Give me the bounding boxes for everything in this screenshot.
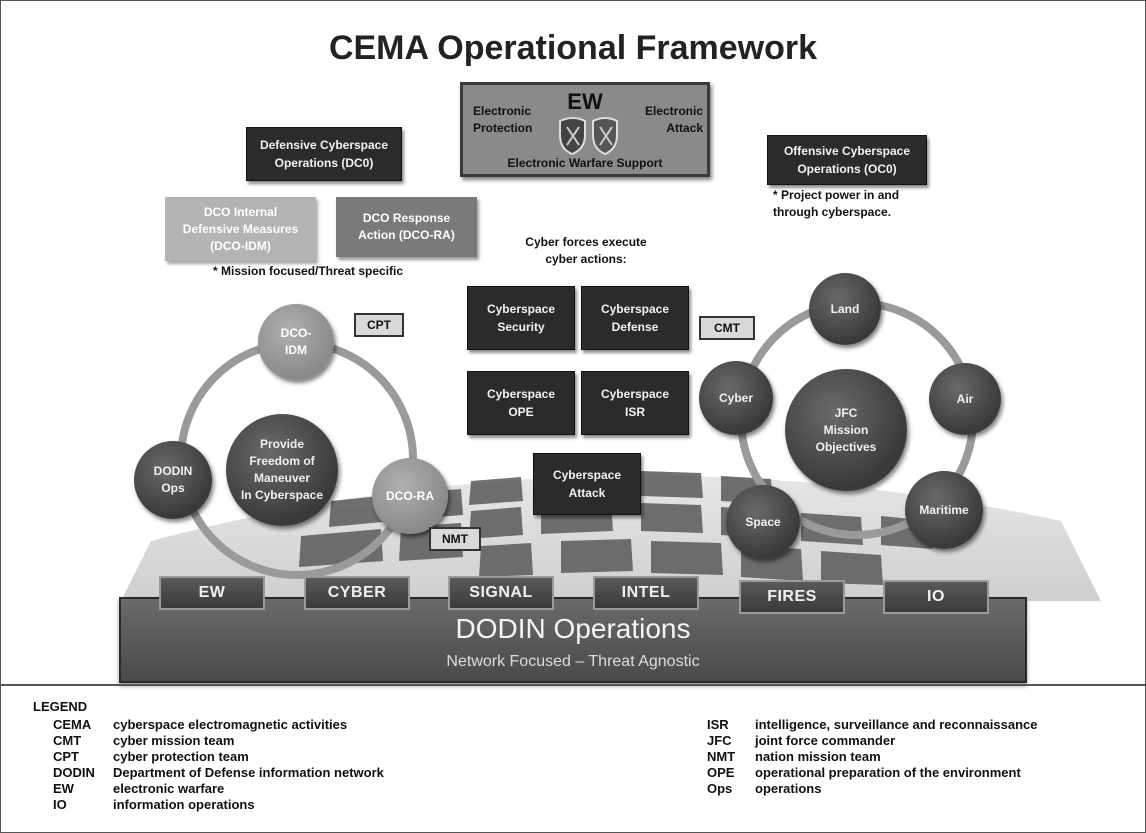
tab-cyber: CYBER: [304, 576, 410, 610]
legend-left-list: CEMA cyberspace electromagnetic activitie…: [53, 717, 493, 813]
legend-abbr: NMT: [707, 749, 736, 764]
dco-ra-box: DCO Response Action (DCO-RA): [336, 197, 477, 257]
space-node: Space: [726, 485, 800, 559]
legend-abbr: CMT: [53, 733, 82, 748]
legend-item: EW electronic warfare: [53, 781, 493, 797]
land-node: Land: [809, 273, 881, 345]
ew-protection-label: Electronic Protection: [473, 104, 533, 135]
actions-heading: Cyber forces execute cyber actions:: [525, 235, 647, 266]
nmt-tag: NMT: [429, 527, 481, 551]
legend-def: joint force commander: [755, 733, 896, 748]
ew-box: EW Electronic Protection Electronic Atta…: [460, 82, 710, 177]
cyberspace-defense-box: Cyberspace Defense: [581, 286, 689, 350]
tab-fires: FIRES: [739, 580, 845, 614]
legend-item: NMT nation mission team: [707, 749, 1137, 765]
dco-ra-node: DCO-RA: [372, 458, 448, 534]
legend-item: CPT cyber protection team: [53, 749, 493, 765]
legend-abbr: ISR: [707, 717, 729, 732]
legend-heading: LEGEND: [33, 699, 88, 714]
ew-attack-label: Electronic Attack: [644, 104, 703, 135]
legend-item: ISR intelligence, surveillance and reconn…: [707, 717, 1137, 733]
freedom-of-maneuver-node: Provide Freedom of Maneuver In Cyberspac…: [226, 414, 338, 526]
legend-item: CMT cyber mission team: [53, 733, 493, 749]
legend-def: information operations: [113, 797, 255, 812]
legend-def: operational preparation of the environme…: [755, 765, 1021, 780]
dodin-platform: DODIN Operations Network Focused – Threa…: [119, 597, 1027, 683]
legend-def: operations: [755, 781, 822, 796]
oco-box: Offensive Cyberspace Operations (OC0): [767, 135, 927, 185]
platform-title: DODIN Operations: [455, 613, 691, 644]
cyberspace-isr-box: Cyberspace ISR: [581, 371, 689, 435]
cyberspace-security-box: Cyberspace Security: [467, 286, 575, 350]
legend-item: DODIN Department of Defense information n…: [53, 765, 493, 781]
cyberspace-attack-box: Cyberspace Attack: [533, 453, 641, 515]
dco-box: Defensive Cyberspace Operations (DC0): [246, 127, 402, 181]
tab-signal: SIGNAL: [448, 576, 554, 610]
legend-def: cyberspace electromagnetic activities: [113, 717, 348, 732]
dco-idm-box: DCO Internal Defensive Measures (DCO-IDM…: [165, 197, 316, 261]
legend-item: IO information operations: [53, 797, 493, 813]
jfc-objectives-node: JFC Mission Objectives: [785, 369, 907, 491]
diagram-title: CEMA Operational Framework: [328, 29, 818, 67]
dco-note: * Mission focused/Threat specific: [213, 264, 404, 278]
legend-def: cyber mission team: [113, 733, 235, 748]
legend-abbr: CEMA: [53, 717, 92, 732]
legend-def: nation mission team: [755, 749, 881, 764]
legend-def: cyber protection team: [113, 749, 249, 764]
cpt-tag: CPT: [354, 313, 404, 337]
cmt-tag: CMT: [699, 316, 755, 340]
legend-abbr: OPE: [707, 765, 735, 780]
legend-item: CEMA cyberspace electromagnetic activitie…: [53, 717, 493, 733]
legend-abbr: JFC: [707, 733, 732, 748]
maritime-node: Maritime: [905, 471, 983, 549]
legend-item: Ops operations: [707, 781, 1137, 797]
legend-abbr: EW: [53, 781, 74, 796]
tab-io: IO: [883, 580, 989, 614]
legend-def: intelligence, surveillance and reconnais…: [755, 717, 1038, 732]
legend-abbr: DODIN: [53, 765, 95, 780]
legend-item: OPE operational preparation of the enviro…: [707, 765, 1137, 781]
cyberspace-ope-box: Cyberspace OPE: [467, 371, 575, 435]
legend-divider: [1, 684, 1145, 686]
oco-note: * Project power in and through cyberspac…: [773, 188, 900, 219]
legend-def: electronic warfare: [113, 781, 225, 796]
dco-idm-node: DCO- IDM: [258, 304, 334, 380]
legend-def: Department of Defense information networ…: [113, 765, 384, 780]
legend-item: JFC joint force commander: [707, 733, 1137, 749]
tab-ew: EW: [159, 576, 265, 610]
cyber-node: Cyber: [699, 361, 773, 435]
legend-abbr: Ops: [707, 781, 733, 796]
legend-abbr: IO: [53, 797, 67, 812]
air-node: Air: [929, 363, 1001, 435]
legend-abbr: CPT: [53, 749, 79, 764]
ew-support-label: Electronic Warfare Support: [507, 156, 663, 170]
tab-intel: INTEL: [593, 576, 699, 610]
platform-subtitle: Network Focused – Threat Agnostic: [446, 653, 700, 670]
dodin-ops-node: DODIN Ops: [134, 441, 212, 519]
shield-icon: [559, 117, 618, 155]
ew-heading: EW: [567, 89, 603, 114]
legend-right-list: ISR intelligence, surveillance and reconn…: [707, 717, 1137, 797]
